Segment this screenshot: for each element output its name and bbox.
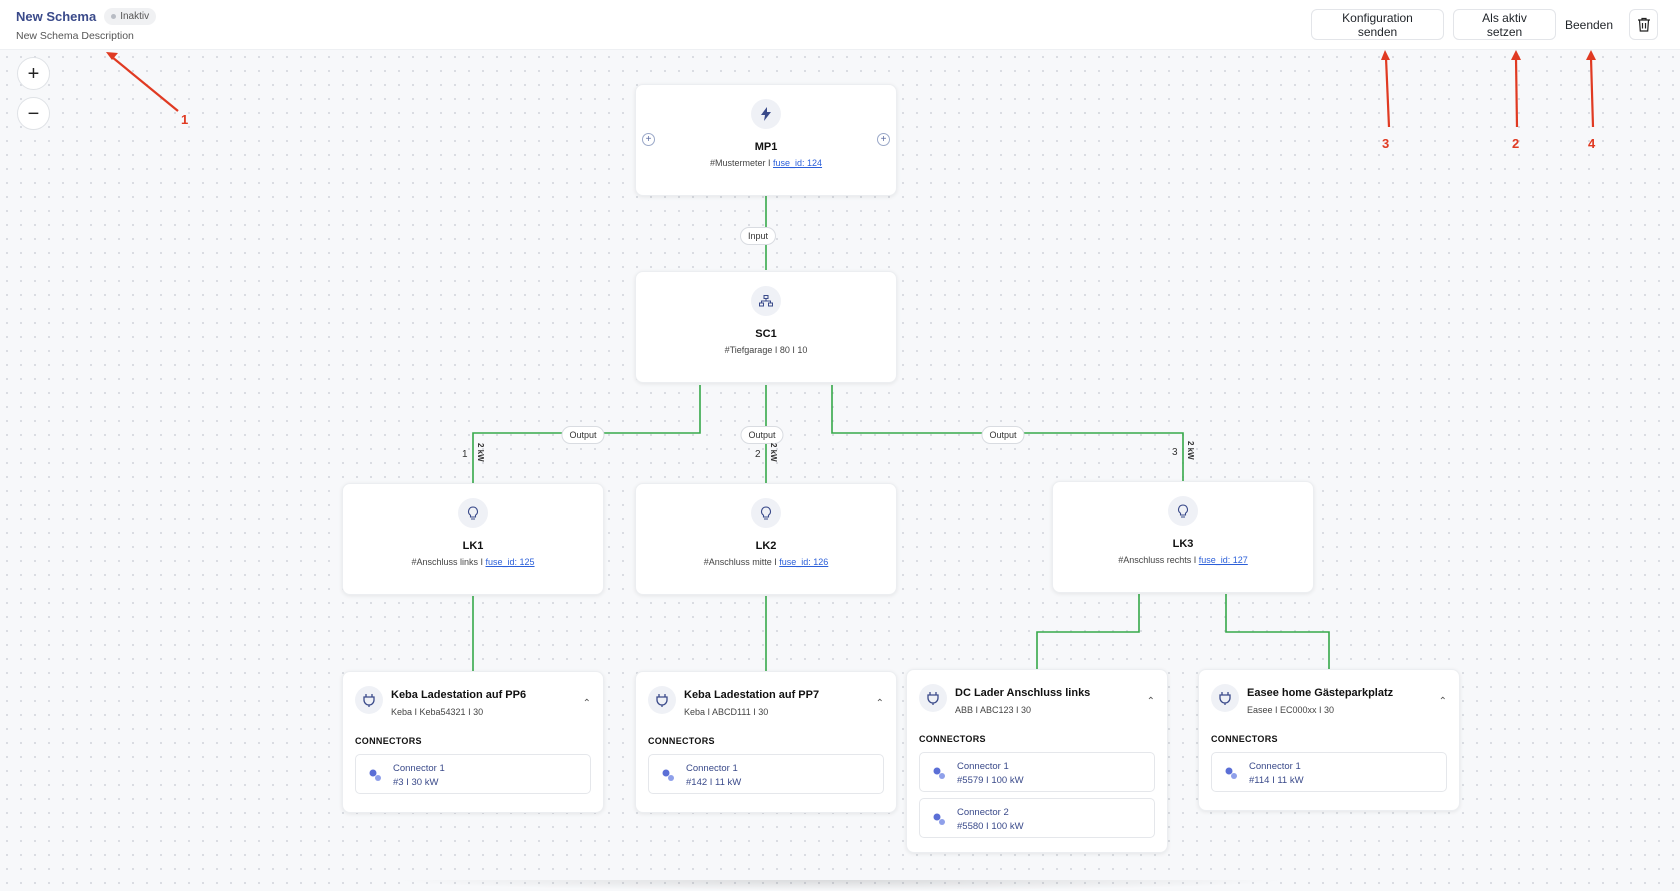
edge-number-lk3: 3	[1172, 447, 1178, 458]
plug-icon	[919, 684, 947, 712]
bulb-icon	[1168, 496, 1198, 526]
connectors-heading: CONNECTORS	[919, 734, 986, 744]
edge-power-lk1: 2 kW	[476, 443, 485, 462]
delete-button[interactable]	[1629, 9, 1658, 40]
top-bar: New Schema Inaktiv New Schema Descriptio…	[0, 0, 1680, 50]
edge-number-lk2: 2	[755, 449, 761, 460]
device-title: Keba Ladestation auf PP6	[391, 689, 527, 701]
add-right-handle[interactable]: +	[877, 133, 890, 146]
zoom-out-button[interactable]: −	[17, 97, 50, 130]
edge-label-output-lk2[interactable]: Output	[740, 426, 784, 444]
connector-name: Connector 2	[957, 807, 1009, 818]
fuse-link[interactable]: fuse_id: 127	[1198, 555, 1248, 565]
device-card[interactable]: Easee home Gästeparkplatz Easee I EC000x…	[1198, 669, 1460, 811]
network-icon	[751, 286, 781, 316]
node-subtitle: #Anschluss links I fuse_id: 125	[411, 557, 535, 567]
edge-label-output-lk3[interactable]: Output	[981, 426, 1025, 444]
connector-icon	[1225, 767, 1237, 779]
trash-icon	[1637, 17, 1650, 32]
connector-value: #142 I 11 kW	[686, 777, 742, 788]
bottom-shadow	[390, 880, 1290, 891]
schema-title-block: New Schema Inaktiv New Schema Descriptio…	[16, 8, 157, 42]
connector-item[interactable]: Connector 2 #5580 I 100 kW	[919, 798, 1155, 838]
connector-item[interactable]: Connector 1 #142 I 11 kW	[648, 754, 884, 794]
device-card[interactable]: Keba Ladestation auf PP7 Keba I ABCD111 …	[635, 671, 897, 813]
connectors-heading: CONNECTORS	[355, 736, 422, 746]
device-card[interactable]: Keba Ladestation auf PP6 Keba I Keba5432…	[342, 671, 604, 813]
device-subtitle: Keba I ABCD111 I 30	[684, 707, 769, 717]
annotation-number-4: 4	[1588, 136, 1596, 151]
device-title: DC Lader Anschluss links	[955, 687, 1091, 699]
device-subtitle: ABB I ABC123 I 30	[955, 705, 1032, 715]
bulb-icon	[751, 498, 781, 528]
connectors-heading: CONNECTORS	[648, 736, 715, 746]
node-sc1[interactable]: SC1 #Tiefgarage I 80 I 10	[635, 271, 897, 383]
annotation-number-2: 2	[1512, 136, 1520, 151]
status-badge: Inaktiv	[104, 8, 157, 25]
finish-button[interactable]: Beenden	[1558, 9, 1620, 40]
connector-item[interactable]: Connector 1 #3 I 30 kW	[355, 754, 591, 794]
node-title: LK3	[1172, 538, 1194, 550]
status-dot-icon	[111, 14, 117, 19]
zoom-in-button[interactable]: +	[17, 57, 50, 90]
node-subtitle: #Anschluss rechts I fuse_id: 127	[1118, 555, 1248, 565]
plug-icon	[648, 686, 676, 714]
bulb-icon	[458, 498, 488, 528]
edge-number-lk1: 1	[462, 449, 468, 460]
connector-item[interactable]: Connector 1 #5579 I 100 kW	[919, 752, 1155, 792]
add-left-handle[interactable]: +	[642, 133, 655, 146]
connector-icon	[933, 813, 945, 825]
annotation-number-1: 1	[181, 112, 189, 127]
connector-value: #5579 I 100 kW	[957, 775, 1024, 786]
node-lk1[interactable]: LK1 #Anschluss links I fuse_id: 125	[342, 483, 604, 595]
chevron-up-icon[interactable]: ⌃	[875, 698, 884, 709]
fuse-link[interactable]: fuse_id: 124	[773, 158, 823, 168]
edge-label-output-lk1[interactable]: Output	[561, 426, 605, 444]
status-text: Inaktiv	[120, 11, 150, 22]
set-active-button[interactable]: Als aktiv setzen	[1453, 9, 1556, 40]
node-subtitle: #Tiefgarage I 80 I 10	[724, 345, 808, 355]
connectors-heading: CONNECTORS	[1211, 734, 1278, 744]
fuse-link[interactable]: fuse_id: 126	[779, 557, 829, 567]
plug-icon	[1211, 684, 1239, 712]
connector-icon	[933, 767, 945, 779]
chevron-up-icon[interactable]: ⌃	[1438, 696, 1447, 707]
schema-name[interactable]: New Schema	[16, 9, 97, 24]
connector-value: #3 I 30 kW	[393, 777, 439, 788]
edge-power-lk3: 2 kW	[1186, 441, 1195, 460]
connector-value: #114 I 11 kW	[1249, 775, 1304, 786]
connector-item[interactable]: Connector 1 #114 I 11 kW	[1211, 752, 1447, 792]
plug-icon	[355, 686, 383, 714]
connector-name: Connector 1	[1249, 761, 1301, 772]
node-title: LK1	[462, 540, 484, 552]
node-lk2[interactable]: LK2 #Anschluss mitte I fuse_id: 126	[635, 483, 897, 595]
connector-value: #5580 I 100 kW	[957, 821, 1024, 832]
device-title: Easee home Gästeparkplatz	[1247, 687, 1394, 699]
edge-label-input[interactable]: Input	[739, 227, 777, 245]
fuse-link[interactable]: fuse_id: 125	[485, 557, 535, 567]
connector-name: Connector 1	[957, 761, 1009, 772]
node-subtitle: #Mustermeter I fuse_id: 124	[709, 158, 823, 168]
device-card[interactable]: DC Lader Anschluss links ABB I ABC123 I …	[906, 669, 1168, 853]
send-config-button[interactable]: Konfiguration senden	[1311, 9, 1444, 40]
node-title: SC1	[755, 328, 777, 340]
annotation-number-3: 3	[1382, 136, 1390, 151]
node-mp1[interactable]: + + MP1 #Mustermeter I fuse_id: 124	[635, 84, 897, 196]
node-lk3[interactable]: LK3 #Anschluss rechts I fuse_id: 127	[1052, 481, 1314, 593]
device-subtitle: Easee I EC000xx I 30	[1247, 705, 1335, 715]
node-title: MP1	[754, 141, 778, 153]
schema-description[interactable]: New Schema Description	[16, 30, 134, 42]
connector-icon	[662, 769, 674, 781]
node-subtitle: #Anschluss mitte I fuse_id: 126	[703, 557, 829, 567]
node-title: LK2	[755, 540, 777, 552]
connector-name: Connector 1	[686, 763, 738, 774]
edge-power-lk2: 2 kW	[769, 443, 778, 462]
connector-name: Connector 1	[393, 763, 445, 774]
chevron-up-icon[interactable]: ⌃	[1146, 696, 1155, 707]
connector-icon	[369, 769, 381, 781]
device-subtitle: Keba I Keba54321 I 30	[391, 707, 484, 717]
device-title: Keba Ladestation auf PP7	[684, 689, 820, 701]
chevron-up-icon[interactable]: ⌃	[582, 698, 591, 709]
bolt-icon	[751, 99, 781, 129]
